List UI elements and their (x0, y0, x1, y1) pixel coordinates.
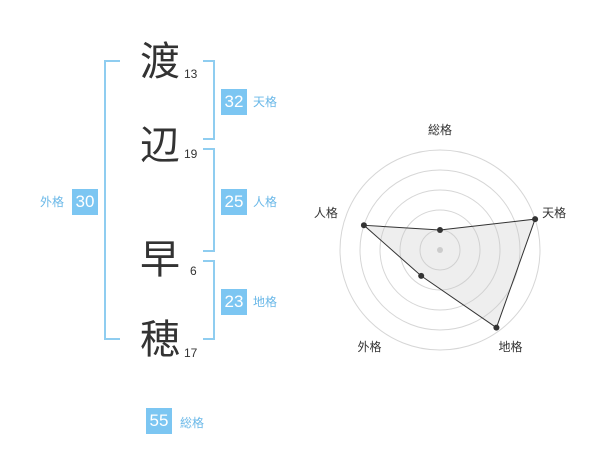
radar-axis-label: 総格 (428, 122, 452, 137)
gaikaku-bracket (104, 60, 120, 340)
radar-point-5 (360, 222, 367, 229)
tenkaku-bracket (203, 60, 215, 140)
gaikaku-label: 外格 (40, 195, 65, 209)
jinkaku-value: 25 (221, 189, 247, 215)
soukaku-label: 総格 (180, 416, 205, 430)
stroke-count-4: 17 (184, 346, 198, 360)
tenkaku-value: 32 (221, 89, 247, 115)
stroke-count-2: 19 (184, 147, 198, 161)
radar-ring (359, 169, 521, 331)
chikaku-label: 地格 (253, 295, 278, 309)
soukaku-value: 55 (146, 408, 172, 434)
name-char-2: 辺 (140, 123, 180, 169)
radar-center-dot (437, 247, 443, 253)
chikaku-bracket (203, 260, 215, 340)
radar-axis-label: 天格 (542, 205, 566, 220)
name-char-3: 早 (140, 237, 180, 283)
radar-axis-label: 地格 (499, 339, 523, 354)
radar-point-1 (437, 227, 443, 233)
radar-point-2 (532, 216, 539, 223)
chikaku-value: 23 (221, 289, 247, 315)
radar-area (362, 218, 536, 329)
radar-axis-label: 人格 (314, 205, 338, 220)
jinkaku-label: 人格 (253, 195, 278, 209)
jinkaku-bracket (203, 148, 215, 252)
name-char-4: 穂 (140, 317, 180, 363)
stroke-count-3: 6 (190, 264, 197, 278)
gaikaku-value: 30 (72, 189, 98, 215)
radar-ring (379, 189, 501, 311)
radar-ring (339, 149, 541, 351)
stroke-count-1: 13 (184, 67, 198, 81)
radar-ring (399, 209, 481, 291)
name-char-1: 渡 (140, 39, 180, 85)
tenkaku-label: 天格 (253, 95, 278, 109)
radar-point-3 (493, 324, 500, 331)
radar-point-4 (418, 272, 425, 279)
radar-axis-label: 外格 (357, 339, 381, 354)
